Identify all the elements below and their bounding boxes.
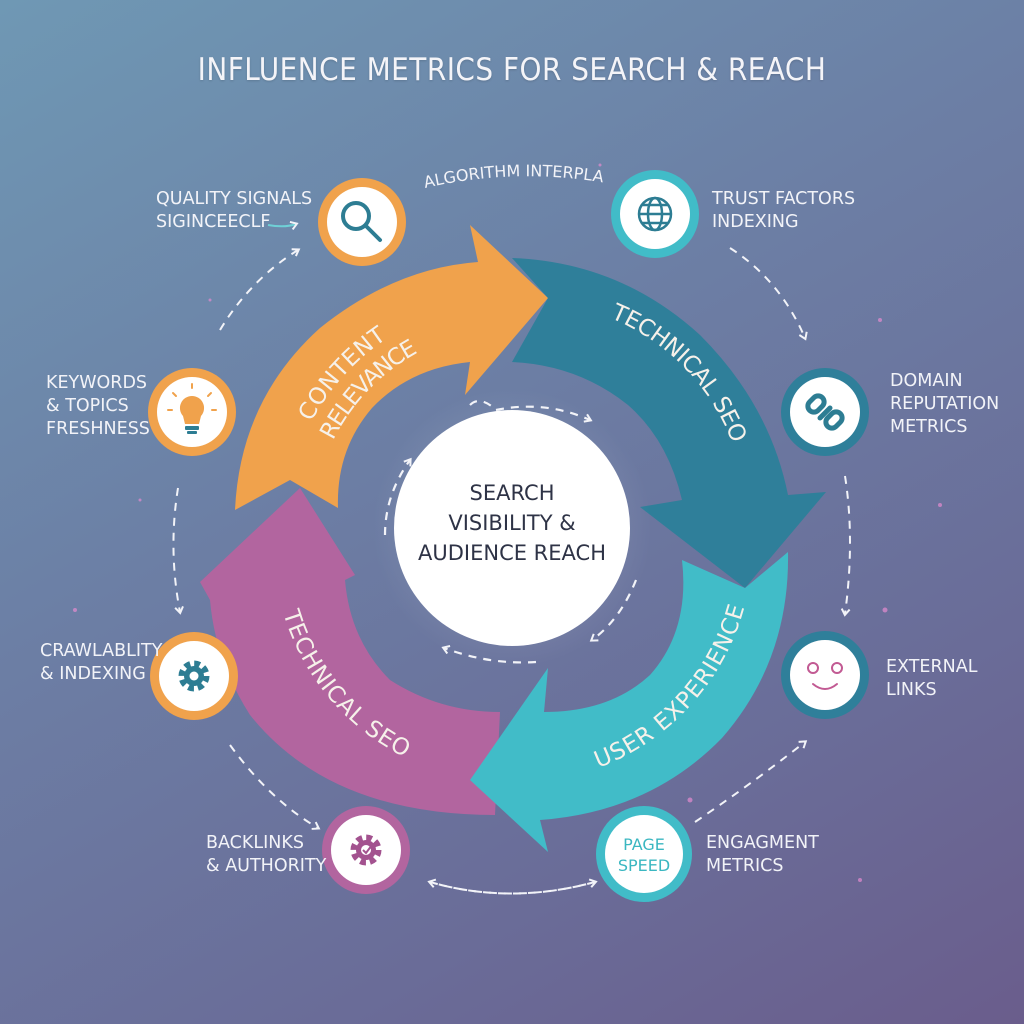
center-line-1: SEARCH xyxy=(469,481,555,505)
domain-line-3: METRICS xyxy=(890,417,968,437)
technical-seo-left-arrow xyxy=(200,488,500,815)
engagement-line-2: METRICS xyxy=(706,856,784,876)
trust-line-1: TRUST FACTORS xyxy=(712,189,856,209)
page-speed-badge-line-1: PAGE xyxy=(623,835,665,854)
external-links-label: EXTERNAL LINKS xyxy=(886,656,977,702)
domain-line-2: REPUTATION xyxy=(890,394,1000,414)
search-icon xyxy=(341,201,382,242)
keywords-line-2: & TOPICS xyxy=(46,396,129,416)
trust-factors-node xyxy=(611,170,699,258)
keywords-line-1: KEYWORDS xyxy=(46,373,148,393)
external-line-2: LINKS xyxy=(886,680,937,700)
algorithm-interplay-note: ALGORITHM INTERPLAY xyxy=(0,0,605,192)
technical-seo-right-arrow xyxy=(512,258,826,588)
chain-link-icon xyxy=(805,393,845,431)
gear-icon xyxy=(178,660,210,692)
trust-line-2: INDEXING xyxy=(712,212,799,232)
crawlability-line-2: & INDEXING xyxy=(40,664,146,684)
page-speed-node: PAGE SPEED xyxy=(596,806,692,902)
quality-connector xyxy=(267,220,299,231)
external-line-1: EXTERNAL xyxy=(886,657,978,677)
quality-line-2: SIGINCEECLF xyxy=(156,212,271,232)
quality-signals-node xyxy=(318,178,406,266)
smile-face-icon xyxy=(807,662,843,690)
quality-line-1: QUALITY SIGNALS xyxy=(156,189,313,209)
quality-signals-label: QUALITY SIGNALS SIGINCEECLF xyxy=(156,188,312,234)
keywords-label: KEYWORDS & TOPICS FRESHNESS xyxy=(46,372,150,441)
keywords-node xyxy=(148,368,236,456)
crawlability-label: CRAWLABLITY & INDEXING xyxy=(40,640,162,686)
page-title: INFLUENCE METRICS FOR SEARCH & REACH xyxy=(197,52,827,88)
center-circle xyxy=(394,410,630,646)
lightbulb-icon xyxy=(167,383,217,434)
engagement-metrics-label: ENGAGMENT METRICS xyxy=(706,832,819,878)
globe-icon xyxy=(637,196,673,232)
center-label: SEARCH VISIBILITY & AUDIENCE REACH xyxy=(412,478,612,568)
user-experience-arrow xyxy=(470,552,789,852)
crawlability-node xyxy=(150,632,238,720)
page-speed-badge-line-2: SPEED xyxy=(618,856,670,875)
domain-line-1: DOMAIN xyxy=(890,371,963,391)
gear-check-icon xyxy=(350,834,382,866)
keywords-line-3: FRESHNESS xyxy=(46,419,150,439)
backlinks-label: BACKLINKS & AUTHORITY xyxy=(206,832,326,878)
backlinks-line-1: BACKLINKS xyxy=(206,833,304,853)
crawlability-line-1: CRAWLABLITY xyxy=(40,641,163,661)
center-line-2: VISIBILITY & xyxy=(448,511,576,535)
trust-factors-label: TRUST FACTORS INDEXING xyxy=(712,188,855,234)
backlinks-line-2: & AUTHORITY xyxy=(206,856,327,876)
outer-dashed-connectors xyxy=(172,247,851,895)
center-line-3: AUDIENCE REACH xyxy=(418,541,606,565)
external-links-node xyxy=(781,631,869,719)
content-relevance-arrow xyxy=(235,225,548,510)
domain-reputation-node xyxy=(781,368,869,456)
domain-reputation-label: DOMAIN REPUTATION METRICS xyxy=(890,370,999,439)
engagement-line-1: ENGAGMENT xyxy=(706,833,819,853)
backlinks-node xyxy=(322,806,410,894)
